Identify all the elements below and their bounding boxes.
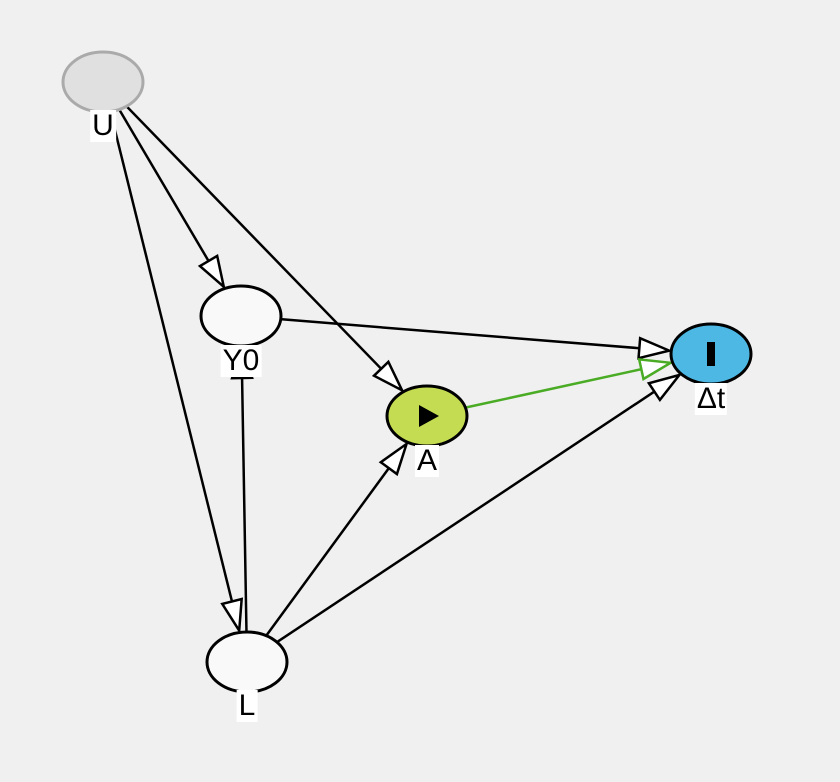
node-u[interactable] [61, 50, 145, 114]
arrowhead-icon [220, 597, 244, 635]
edges [109, 106, 683, 643]
node-label-y0: Y0 [220, 344, 262, 377]
node-label-l: L [236, 689, 258, 722]
edge-line [265, 467, 390, 636]
arrowhead-icon [637, 336, 674, 360]
arrowhead-icon [371, 359, 405, 394]
node-label-a: A [414, 444, 440, 477]
edge-line [281, 318, 640, 350]
edge-line [109, 112, 234, 602]
arrowhead-icon [197, 253, 226, 291]
node-ellipse[interactable] [205, 630, 289, 694]
edge-line [118, 109, 210, 262]
node-ellipse[interactable] [61, 50, 145, 114]
edge-U-L[interactable] [109, 112, 244, 635]
node-ellipse[interactable] [199, 284, 283, 348]
node-y0[interactable] [199, 284, 283, 348]
node-a[interactable] [385, 384, 469, 448]
node-dt[interactable] [669, 322, 753, 386]
edge-L-Y0[interactable] [230, 344, 254, 632]
arrowhead-icon [646, 372, 683, 403]
arrowhead-icon [378, 440, 409, 477]
edge-line [466, 367, 642, 409]
edge-A-dt[interactable] [466, 358, 675, 409]
edge-L-dt[interactable] [277, 372, 683, 643]
node-label-u: U [90, 109, 116, 142]
edge-line [240, 377, 248, 632]
node-l[interactable] [205, 630, 289, 694]
edge-Y0-dt[interactable] [281, 318, 674, 360]
edge-U-Y0[interactable] [118, 109, 226, 291]
edge-L-A[interactable] [265, 440, 409, 636]
edge-line [277, 390, 656, 643]
play-icon [419, 405, 439, 427]
arrowhead-icon [637, 358, 675, 381]
bar-icon [707, 342, 715, 366]
node-label-dt: Δt [694, 382, 728, 415]
